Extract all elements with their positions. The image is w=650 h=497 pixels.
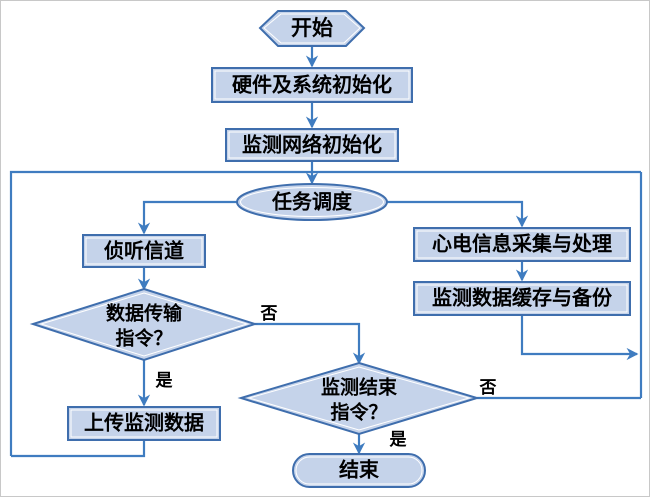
node-decision-end-label-line2: 指令？ [330,401,387,424]
node-net-init-label: 监测网络初始化 [242,133,382,157]
node-start[interactable]: 开始 [258,10,366,47]
node-end[interactable]: 结束 [292,453,426,488]
edge-label-layer: 否 是 否 是 [156,304,497,450]
node-listen-channel[interactable]: 侦听信道 [82,234,206,268]
node-hw-init-label: 硬件及系统初始化 [232,73,392,97]
edge-label-end-yes: 是 [390,430,407,450]
node-net-init[interactable]: 监测网络初始化 [225,128,399,162]
edge-dectx-no-to-decend [255,322,366,365]
edge-label-transmit-no: 否 [260,304,278,324]
node-start-label: 开始 [291,16,333,40]
edge-cache-to-rightloop [520,315,639,361]
node-decision-end-label-line1: 监测结束 [321,376,398,399]
node-decision-transmit-label-line2: 指令？ [115,327,172,350]
node-listen-channel-label: 侦听信道 [104,239,184,263]
node-task-scheduling[interactable]: 任务调度 [236,183,388,221]
edge-sched-to-ecg [387,200,529,228]
node-decision-transmit[interactable]: 数据传输 指令？ [29,287,259,362]
node-decision-end[interactable]: 监测结束 指令？ [237,361,481,436]
node-ecg-acquisition-label: 心电信息采集与处理 [432,232,612,256]
edge-label-transmit-yes: 是 [156,371,173,391]
node-task-scheduling-label: 任务调度 [271,190,353,214]
node-hw-init[interactable]: 硬件及系统初始化 [211,67,413,103]
edge-sched-to-listen [137,200,237,235]
edge-upload-to-leftloop [11,440,146,458]
edge-label-end-no: 否 [479,378,497,398]
node-ecg-acquisition[interactable]: 心电信息采集与处理 [413,227,631,262]
edge-leftloop-to-sched [9,170,641,456]
node-decision-transmit-label-line1: 数据传输 [106,302,183,325]
node-upload-data[interactable]: 上传监测数据 [67,406,221,441]
node-upload-data-label: 上传监测数据 [84,411,204,435]
connector-layer [9,46,643,458]
node-data-cache-backup[interactable]: 监测数据缓存与备份 [413,281,631,316]
node-data-cache-backup-label: 监测数据缓存与备份 [432,286,613,310]
node-end-label: 结束 [339,458,380,482]
